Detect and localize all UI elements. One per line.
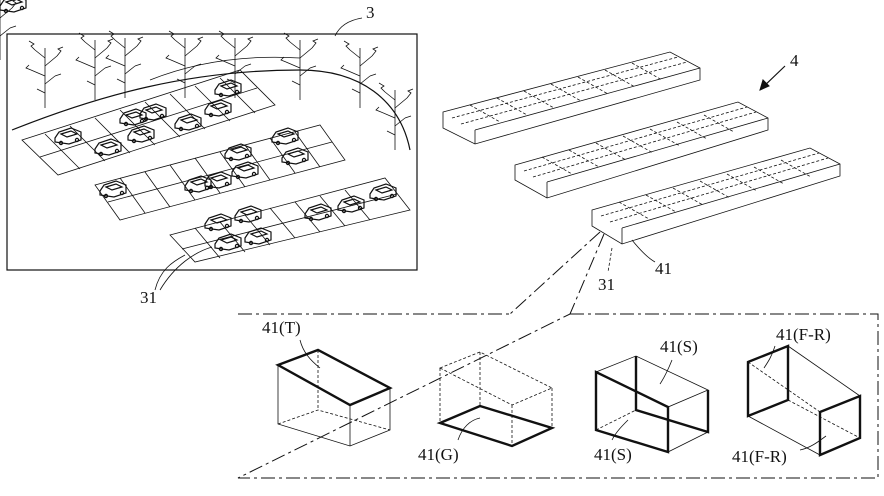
slot-reference-label-scene: 31 [140,288,157,307]
parked-cars [0,0,397,252]
scene-reference-label: 3 [366,3,375,22]
block-reference-label: 41 [655,259,672,278]
cell-side-faces [594,355,710,454]
grid-block-3 [591,147,841,245]
grid-block-1 [442,51,701,145]
parking-row-3 [169,177,411,263]
parking-lot-scene [0,0,418,291]
cell-top-face [275,339,393,447]
grid-blocks [442,51,841,245]
face-fr-upper-label: 41(F-R) [776,325,831,344]
parking-row-1 [21,69,276,176]
grid-reference-label: 4 [790,51,799,70]
road-edge [11,69,411,151]
scene-frame [6,33,418,271]
face-side-upper-label: 41(S) [660,337,698,356]
cell-ground-face [436,351,556,448]
face-top-label: 41(T) [262,318,301,337]
grid-block-2 [514,101,769,199]
face-fr-lower-label: 41(F-R) [732,447,787,466]
detail-frame [237,313,879,479]
slot-reference-label-grid: 31 [598,275,615,294]
face-side-lower-label: 41(S) [594,445,632,464]
face-ground-label: 41(G) [418,445,459,464]
cell-front-rear-faces [746,344,862,457]
